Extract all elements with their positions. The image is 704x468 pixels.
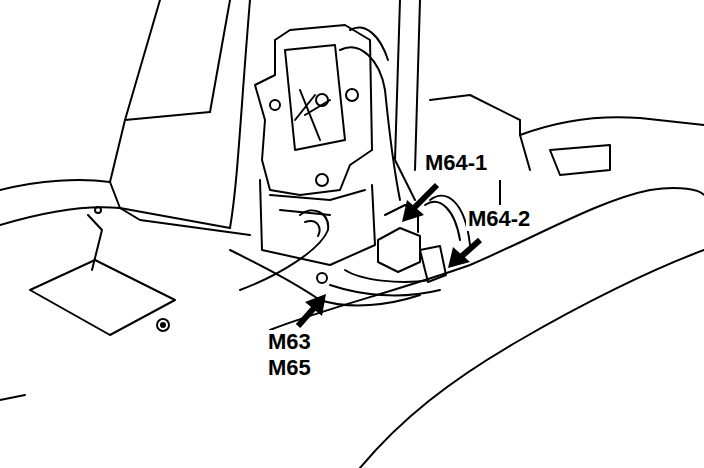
callout-label: M64-2 (466, 207, 532, 231)
callout-label: M64-1 (423, 151, 489, 175)
callout-label: M63 (266, 330, 313, 354)
callout-label: M65 (266, 356, 313, 380)
